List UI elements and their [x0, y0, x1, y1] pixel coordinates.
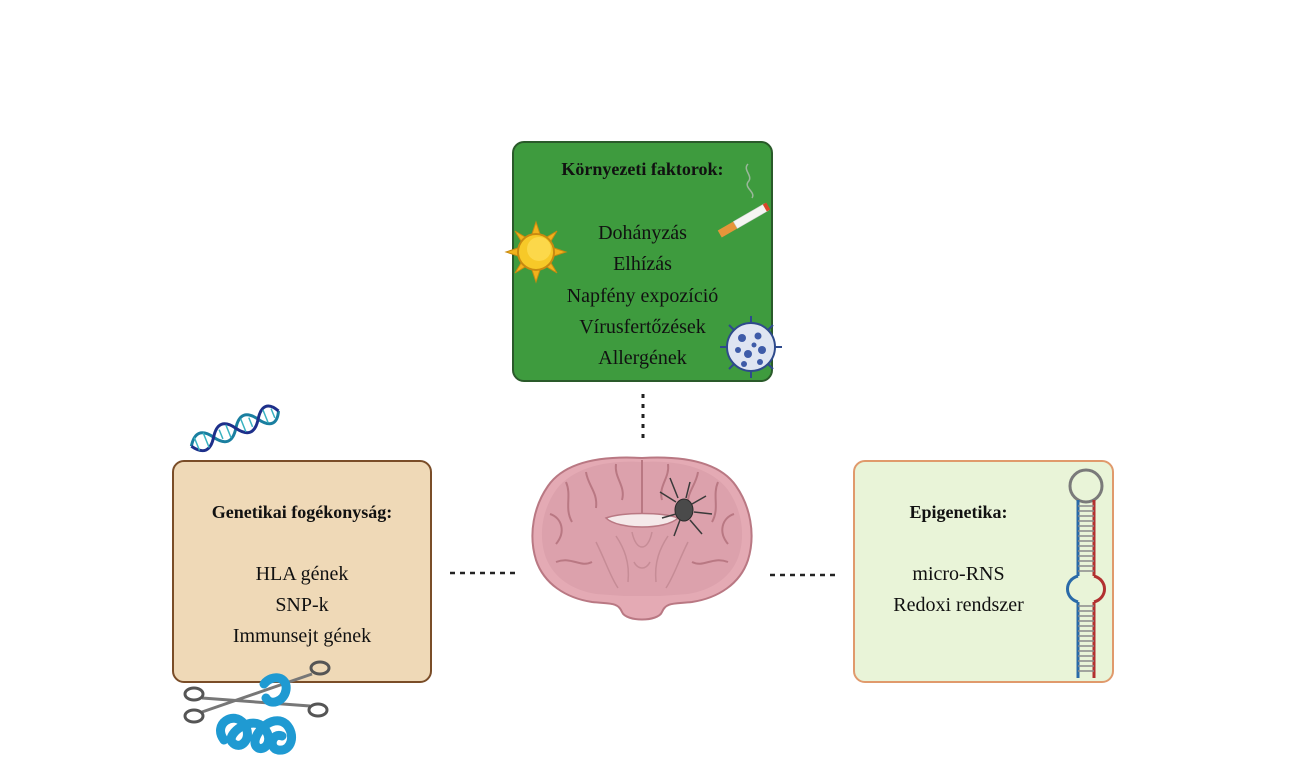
- genetic-item: HLA gének: [255, 563, 349, 585]
- genetic-item: SNP-k: [275, 594, 329, 616]
- environmental-item: Dohányzás: [598, 222, 687, 244]
- genetic-item: Immunsejt gének: [232, 625, 372, 647]
- rna-hairpin-icon: [1066, 468, 1106, 678]
- environmental-item: Allergének: [598, 347, 687, 369]
- connector-left: [450, 571, 520, 575]
- environmental-title: Környezeti faktorok:: [561, 159, 724, 179]
- environmental-item: Napfény expozíció: [566, 285, 719, 307]
- virus-icon: [720, 316, 782, 378]
- scissors-dna-icon: [183, 660, 331, 755]
- epigenetics-item: micro-RNS: [912, 563, 1005, 585]
- cigarette-icon: [717, 163, 771, 238]
- dna-helix-icon: [189, 404, 281, 453]
- environmental-item: Elhízás: [613, 253, 672, 275]
- genetic-title: Genetikai fogékonyság:: [211, 502, 393, 522]
- genetic-susceptibility-box: Genetikai fogékonyság: HLA gének SNP-k I…: [172, 460, 432, 683]
- epigenetics-title: Epigenetika:: [909, 502, 1008, 522]
- lesion-mark: [659, 477, 713, 537]
- connector-top: [641, 394, 645, 442]
- brain-section-icon: [531, 456, 753, 621]
- environmental-item: Vírusfertőzések: [579, 316, 706, 338]
- connector-right: [770, 573, 840, 577]
- epigenetics-item: Redoxi rendszer: [893, 594, 1024, 616]
- environmental-factors-box: Környezeti faktorok: Dohányzás Elhízás N…: [512, 141, 773, 382]
- sun-icon: [504, 220, 568, 284]
- epigenetics-box: Epigenetika: micro-RNS Redoxi rendszer: [853, 460, 1114, 683]
